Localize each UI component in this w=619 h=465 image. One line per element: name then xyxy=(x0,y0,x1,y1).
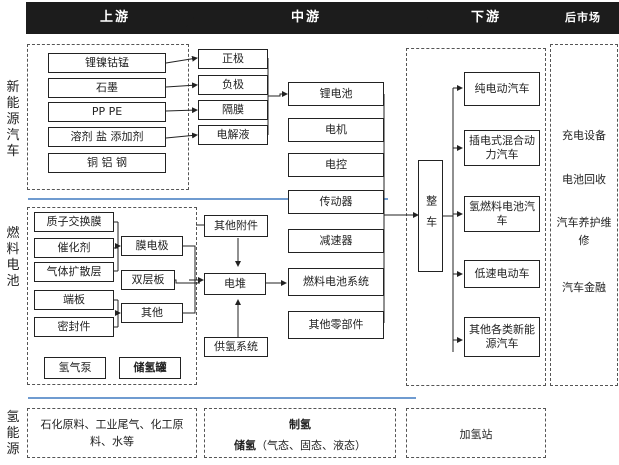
aftermarket-charging-equipment: 充电设备 xyxy=(562,129,606,142)
header-aftermarket: 后市场 xyxy=(541,2,619,34)
mid-motor: 电机 xyxy=(288,118,384,142)
hydrogen-refueling-station: 加氢站 xyxy=(459,428,493,441)
aftermarket-maintenance: 汽车养护维修 xyxy=(556,216,612,247)
component-anode: 负极 xyxy=(198,75,268,95)
header-aftermarket-label: 后市场 xyxy=(565,11,601,24)
component-electrolyte: 电解液 xyxy=(198,125,268,145)
hydrogen-station-group xyxy=(406,408,546,458)
material-box-copper-aluminum-steel: 铜 铝 钢 xyxy=(48,153,166,173)
fc-hydrogen-supply-system: 供氢系统 xyxy=(204,337,268,357)
vehicle-type-fcev: 氢燃料电池汽车 xyxy=(464,196,540,232)
component-cathode: 正极 xyxy=(198,49,268,69)
nev-upstream-group xyxy=(27,44,189,190)
fc-other: 其他 xyxy=(121,303,183,323)
mid-reducer: 减速器 xyxy=(288,229,384,253)
material-box-graphite: 石墨 xyxy=(48,78,166,98)
hydrogen-storage-label: 储氢 xyxy=(234,439,256,452)
fc-mea: 膜电极 xyxy=(121,236,183,256)
fc-hydrogen-storage-tank: 储氢罐 xyxy=(119,357,181,379)
hydrogen-storage: 储氢（气态、固态、液态） xyxy=(204,437,396,453)
section-label-nev: 新能源汽车 xyxy=(6,80,20,159)
material-box-lithium-nickel-cobalt-manganese: 锂镍钴锰 xyxy=(48,53,166,73)
fc-part-proton-exchange-membrane: 质子交换膜 xyxy=(34,212,114,232)
aftermarket-battery-recycling: 电池回收 xyxy=(562,173,606,186)
mid-other-parts: 其他零部件 xyxy=(288,311,384,339)
fc-part-gas-diffusion-layer: 气体扩散层 xyxy=(34,262,114,282)
aftermarket-group xyxy=(550,44,618,386)
section-label-hydrogen: 氢能源 xyxy=(6,410,20,457)
hydrogen-production: 制氢 xyxy=(289,418,311,431)
header-downstream-label: 下游 xyxy=(470,10,501,25)
header-upstream-label: 上游 xyxy=(99,10,130,25)
component-separator: 隔膜 xyxy=(198,100,268,120)
mid-fuel-cell-system: 燃料电池系统 xyxy=(288,268,384,296)
fc-stack: 电堆 xyxy=(204,273,266,295)
fc-hydrogen-pump: 氢气泵 xyxy=(44,357,106,379)
fc-bipolar-plate: 双层板 xyxy=(121,270,175,290)
material-box-pp-pe: PP PE xyxy=(48,102,166,122)
downstream-group xyxy=(406,48,546,386)
downstream-vehicle: 整车 xyxy=(418,160,443,272)
fc-part-end-plate: 端板 xyxy=(34,290,114,310)
hydrogen-production-group xyxy=(204,408,396,458)
header-downstream: 下游 xyxy=(414,2,558,34)
vehicle-type-other-nev: 其他各类新能源汽车 xyxy=(464,317,540,357)
material-box-solvent-salt-additive: 溶剂 盐 添加剂 xyxy=(48,127,166,147)
section-label-fuel-cell: 燃料电池 xyxy=(6,226,20,289)
vehicle-type-bev: 纯电动汽车 xyxy=(464,72,540,106)
aftermarket-auto-finance: 汽车金融 xyxy=(562,281,606,294)
mid-lithium-battery: 锂电池 xyxy=(288,82,384,106)
vehicle-type-low-speed-ev: 低速电动车 xyxy=(464,260,540,288)
mid-transmission: 传动器 xyxy=(288,190,384,214)
header-upstream: 上游 xyxy=(26,2,204,34)
fuel-cell-group xyxy=(27,207,197,385)
mid-controller: 电控 xyxy=(288,153,384,177)
vehicle-type-phev: 插电式混合动力汽车 xyxy=(464,130,540,166)
divider-fuelcell-hydrogen xyxy=(28,397,416,399)
divider-nev-fuelcell xyxy=(28,198,388,200)
hydrogen-sources-group xyxy=(27,408,197,458)
header-midstream-label: 中游 xyxy=(290,10,321,25)
fc-part-catalyst: 催化剂 xyxy=(34,238,114,258)
header-midstream: 中游 xyxy=(180,2,432,34)
hydrogen-sources: 石化原料、工业尾气、化工原料、水等 xyxy=(40,418,184,448)
hydrogen-storage-detail: （气态、固态、液态） xyxy=(256,439,366,452)
fc-other-accessories: 其他附件 xyxy=(204,215,268,237)
fc-part-seal: 密封件 xyxy=(34,317,114,337)
